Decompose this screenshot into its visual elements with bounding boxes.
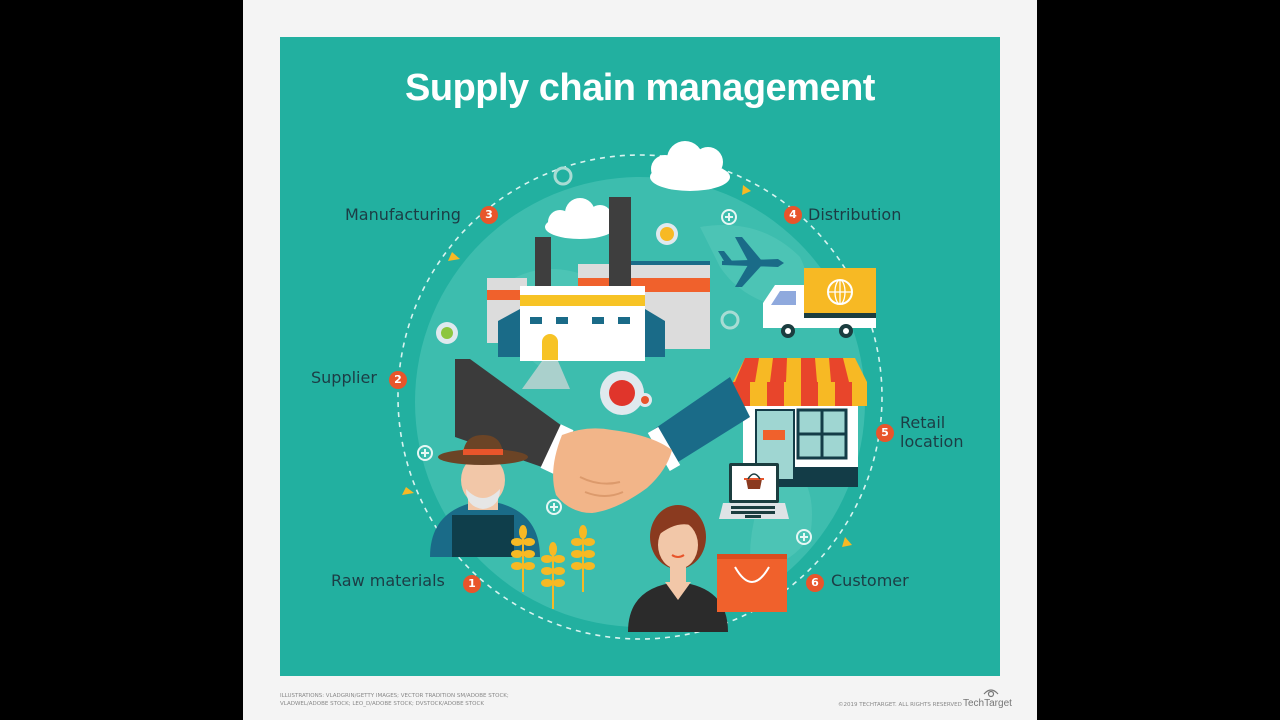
step-label-distribution: Distribution bbox=[808, 205, 902, 224]
step-label-supplier: Supplier bbox=[311, 368, 377, 387]
airplane-icon bbox=[718, 237, 784, 287]
cloud-icon bbox=[545, 141, 730, 239]
step-badge-1: 1 bbox=[463, 575, 481, 593]
step-badge-4: 4 bbox=[784, 206, 802, 224]
techtarget-eye-icon bbox=[983, 689, 999, 698]
step-badge-5: 5 bbox=[876, 424, 894, 442]
image-credits: Illustrations: vladgrin/Getty Images; Ve… bbox=[280, 692, 580, 708]
plus-icon bbox=[417, 209, 812, 545]
step-label-customer: Customer bbox=[831, 571, 909, 590]
shopping-basket-icon bbox=[746, 479, 762, 489]
step-badge-6: 6 bbox=[806, 574, 824, 592]
step-badge-2: 2 bbox=[389, 371, 407, 389]
techtarget-logo: TechTarget bbox=[963, 698, 1012, 709]
supply-chain-illustration bbox=[397, 141, 883, 640]
page-title: Supply chain management bbox=[405, 67, 875, 109]
step-label-manufacturing: Manufacturing bbox=[345, 205, 461, 224]
factory-icon bbox=[487, 197, 710, 389]
delivery-truck-icon bbox=[763, 268, 876, 338]
step-label-raw-materials: Raw materials bbox=[331, 571, 445, 590]
gear-icon bbox=[436, 166, 740, 415]
step-label-retail-line2: location bbox=[900, 432, 964, 451]
copyright-notice: ©2019 TechTarget. All rights reserved bbox=[838, 702, 962, 708]
infographic-page: Supply chain management Manufacturing 3 … bbox=[243, 0, 1037, 720]
laptop-icon bbox=[719, 463, 789, 519]
woman-icon bbox=[628, 505, 728, 632]
wheat-icon bbox=[511, 525, 595, 609]
credits-line-1: Illustrations: vladgrin/Getty Images; Ve… bbox=[280, 693, 509, 699]
step-badge-3: 3 bbox=[480, 206, 498, 224]
infographic-panel: Supply chain management Manufacturing 3 … bbox=[280, 37, 1000, 676]
step-label-retail-line1: Retail bbox=[900, 413, 946, 432]
shopping-bag-icon bbox=[717, 554, 787, 612]
farmer-icon bbox=[430, 435, 540, 557]
credits-line-2: VLADWEL/Adobe Stock; Leo_D/Adobe Stock; … bbox=[280, 701, 484, 707]
